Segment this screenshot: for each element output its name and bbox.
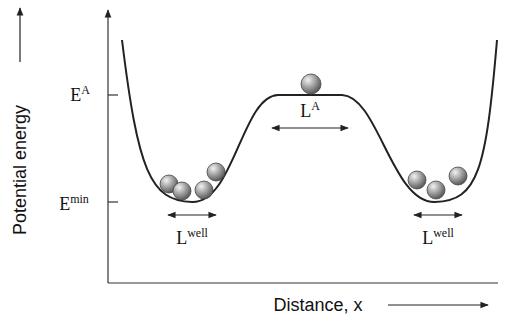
length-label: Lwell — [176, 229, 208, 247]
axis-label: Distance, x — [273, 296, 362, 314]
energy-label: Emin — [59, 195, 89, 213]
energy-label: EA — [70, 86, 90, 104]
axis-label: Potential energy — [11, 105, 29, 235]
axis-arrows — [20, 8, 488, 305]
length-label: Lwell — [422, 229, 454, 247]
length-label: LA — [300, 102, 320, 120]
axes — [108, 10, 498, 283]
energy-curve — [122, 40, 497, 202]
particles — [160, 74, 467, 200]
length-arrows — [168, 128, 462, 215]
